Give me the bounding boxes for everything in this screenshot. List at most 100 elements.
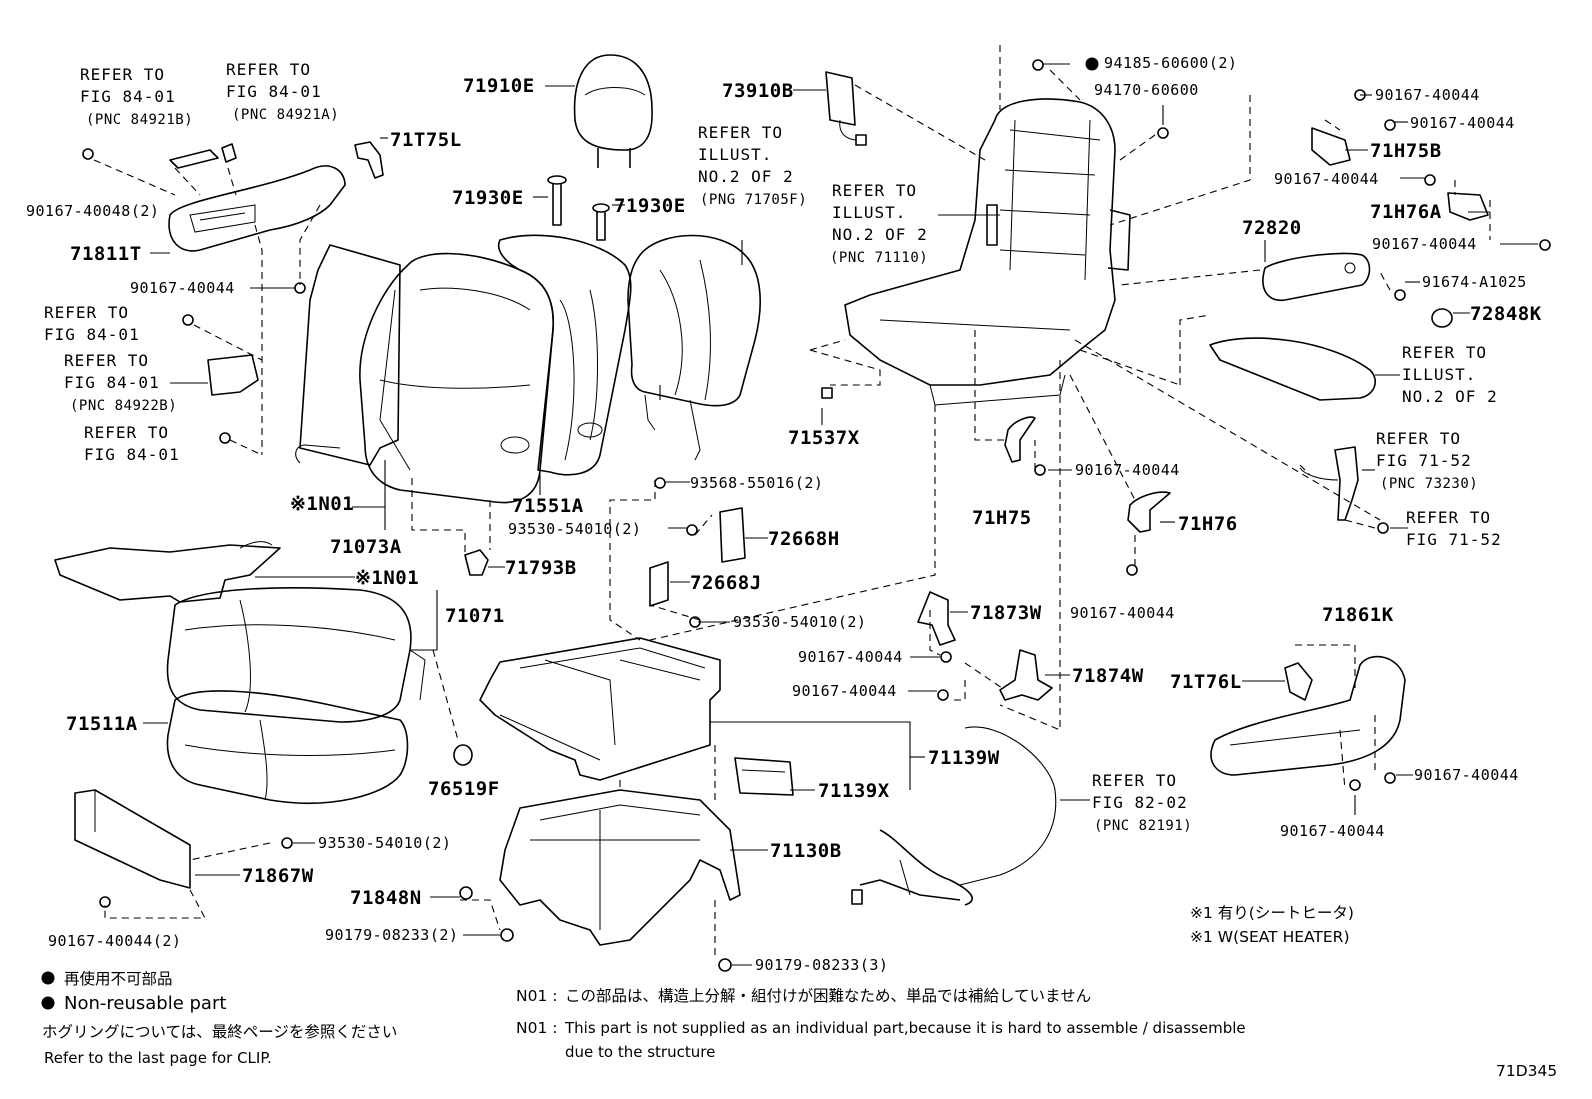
part-label-71t76l: 71T76L: [1170, 671, 1242, 693]
part-label-71h75b: 71H75B: [1370, 140, 1442, 162]
part-label-n01-a: ※1N01: [290, 493, 354, 515]
ref-label-71705f: REFER TO ILLUST. NO.2 OF 2 (PNG 71705F): [698, 123, 807, 208]
part-label-90167-40048: 90167-40048(2): [26, 202, 159, 220]
part-label-71t75l: 71T75L: [390, 129, 462, 151]
legend-seat-heater-en: ※1 W(SEAT HEATER): [1190, 928, 1350, 946]
n01-label-jp: N01 :: [516, 987, 557, 1005]
part-label-71930e-left: 71930E: [452, 187, 524, 209]
ref-illust2-line2: ILLUST.: [1402, 365, 1476, 384]
seatback-pad-drawing: [498, 234, 632, 476]
ref-label-84-01-a: REFER TO FIG 84-01: [44, 303, 140, 344]
armrest-lower-drawing: [1209, 337, 1376, 401]
n01-note-jp: この部品は、構造上分解・組付けが困難なため、単品では補給していません: [565, 987, 1091, 1005]
ref-84921b-line2: FIG 84-01: [80, 87, 176, 106]
lower-frame-drawing: [499, 789, 741, 946]
ref-84922b-line2: FIG 84-01: [64, 373, 160, 392]
bracket-71139x-drawing: [734, 757, 794, 796]
part-label-71h76: 71H76: [1178, 513, 1238, 535]
ref-71110-line2: ILLUST.: [832, 203, 906, 222]
legend-clip-en: Refer to the last page for CLIP.: [44, 1049, 272, 1067]
bracket-71874w-drawing: [999, 649, 1053, 701]
ref-84-01-a-line1: REFER TO: [44, 303, 129, 322]
part-label-94170: 94170-60600: [1094, 81, 1199, 99]
cushion-mat-drawing: [54, 541, 281, 603]
part-label-72668j: 72668J: [690, 572, 762, 594]
bracket-71h75-drawing: [1004, 416, 1036, 463]
seat-belt-buckle-drawing: [1299, 446, 1359, 521]
ref-82191-line2: FIG 82-02: [1092, 793, 1188, 812]
part-label-90179-b: 90179-08233(3): [755, 956, 888, 974]
part-label-93530-c: 93530-54010(2): [318, 834, 451, 852]
ref-illust2-line3: NO.2 OF 2: [1402, 387, 1498, 406]
part-label-71h75: 71H75: [972, 507, 1032, 529]
part-label-90167-k: 90167-40044: [1414, 766, 1519, 784]
armrest-drawing: [1262, 252, 1371, 301]
bracket-71h76-drawing: [1127, 491, 1171, 533]
ref-73230-line1: REFER TO: [1376, 429, 1461, 448]
part-label-71793b: 71793B: [505, 557, 577, 579]
part-label-90167-c: 90167-40044: [1075, 461, 1180, 479]
part-label-71073a: 71073A: [330, 536, 402, 558]
part-label-73910b: 73910B: [722, 80, 794, 102]
part-label-93530-a: 93530-54010(2): [508, 520, 641, 538]
ref-label-71110: REFER TO ILLUST. NO.2 OF 2 (PNC 71110): [830, 181, 928, 266]
ref-illust2-line1: REFER TO: [1402, 343, 1487, 362]
nonreusable-bullet-jp: [41, 971, 55, 985]
part-label-93530-b: 93530-54010(2): [733, 613, 866, 631]
cushion-cover-drawing: [166, 587, 426, 723]
ref-73230-line3: (PNC 73230): [1380, 476, 1478, 492]
ref-71705f-line4: (PNG 71705F): [700, 192, 807, 208]
part-label-71867w: 71867W: [242, 865, 314, 887]
part-label-71861k: 71861K: [1322, 604, 1394, 626]
bracket-71h75b-drawing: [1311, 127, 1351, 166]
seatback-mat-drawing: [295, 244, 401, 466]
ref-84922b-line3: (PNC 84922B): [70, 398, 177, 414]
legend-clip-jp: ホグリングについては、最終ページを参照ください: [42, 1023, 397, 1041]
side-shield-drawing: [168, 165, 346, 252]
ref-71110-line3: NO.2 OF 2: [832, 225, 928, 244]
part-label-90167-i: 90167-40044: [1274, 170, 1379, 188]
ref-71705f-line1: REFER TO: [698, 123, 783, 142]
ref-label-illust2: REFER TO ILLUST. NO.2 OF 2: [1402, 343, 1498, 406]
ref-71-52-line2: FIG 71-52: [1406, 530, 1502, 549]
figure-code: 71D345: [1496, 1062, 1557, 1080]
legend-nonreusable-en: Non-reusable part: [64, 993, 226, 1014]
ref-82191-line1: REFER TO: [1092, 771, 1177, 790]
ref-71705f-line2: ILLUST.: [698, 145, 772, 164]
cap-drawing: [1431, 308, 1453, 328]
ref-71705f-line3: NO.2 OF 2: [698, 167, 794, 186]
bracket-71h76a-drawing: [1447, 192, 1489, 221]
part-label-71071: 71071: [445, 605, 505, 627]
ref-82191-line3: (PNC 82191): [1094, 818, 1192, 834]
part-label-71811t: 71811T: [70, 243, 142, 265]
bracket-84922b-drawing: [207, 354, 259, 396]
ref-84-01-a-line2: FIG 84-01: [44, 325, 140, 344]
part-label-71551a: 71551A: [512, 495, 584, 517]
part-label-71511a: 71511A: [66, 713, 138, 735]
part-label-72848k: 72848K: [1470, 303, 1542, 325]
ref-label-82191: REFER TO FIG 82-02 (PNC 82191): [1092, 771, 1192, 834]
part-label-90167-l: 90167-40044: [1280, 822, 1385, 840]
ref-84921a-line2: FIG 84-01: [226, 82, 322, 101]
seat-frame-drawing: [844, 98, 1131, 406]
part-label-71848n: 71848N: [350, 887, 422, 909]
cover-72668j-drawing: [649, 561, 669, 607]
ref-71110-line1: REFER TO: [832, 181, 917, 200]
clip-71793b-drawing: [464, 549, 489, 576]
part-label-90167-a: 90167-40044: [130, 279, 235, 297]
bracket-71t76l-drawing: [1284, 662, 1313, 701]
airbag-module-drawing: [825, 71, 867, 146]
ref-71110-line4: (PNC 71110): [830, 250, 928, 266]
rear-side-shield-drawing: [1210, 655, 1406, 776]
ref-84921a-line1: REFER TO: [226, 60, 311, 79]
part-label-90167-j: 90167-40044: [1372, 235, 1477, 253]
part-label-90167-b: 90167-40044(2): [48, 932, 181, 950]
part-label-71139w: 71139W: [928, 747, 1000, 769]
